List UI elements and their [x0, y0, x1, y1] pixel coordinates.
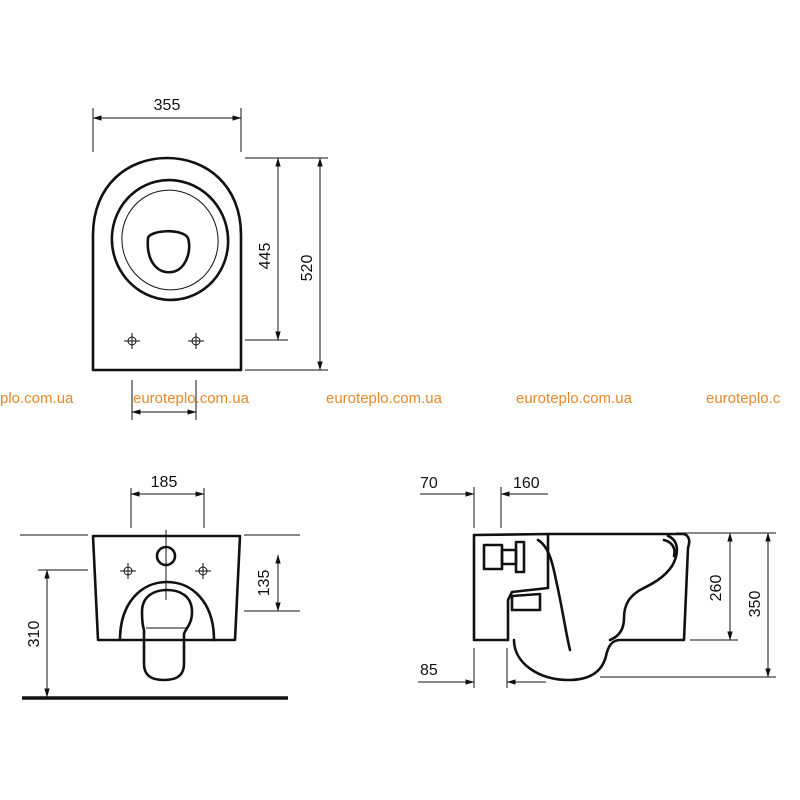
side-view-bowl-interior [608, 534, 679, 642]
dim-label-260: 260 [708, 575, 725, 602]
top-view: 355 445 520 [91, 97, 328, 420]
watermark-3: euroteplo.com.ua [326, 390, 443, 407]
front-view-bowl-arch [118, 580, 216, 642]
side-view-inlet-fitting [482, 543, 504, 571]
top-view-drain [146, 229, 191, 274]
dim-label-85: 85 [420, 662, 438, 679]
watermark-4: euroteplo.com.ua [516, 390, 633, 407]
front-mount-right [195, 563, 211, 579]
side-view-outlet [510, 592, 542, 612]
dim-label-520: 520 [299, 255, 316, 282]
front-view: 185 135 310 [20, 474, 300, 700]
top-view-bowl-outline [91, 156, 243, 372]
dim-label-185: 185 [151, 474, 178, 491]
watermark-2: euroteplo.com.ua [133, 390, 250, 407]
side-view-rim [662, 538, 676, 558]
dim-label-310: 310 [26, 621, 43, 648]
side-view-bowl [512, 532, 691, 682]
watermark-row: plo.com.ua euroteplo.com.ua euroteplo.co… [0, 390, 781, 407]
top-view-rim-outer [110, 178, 230, 302]
dim-label-70: 70 [420, 475, 438, 492]
side-view: 70 160 85 260 350 [418, 475, 776, 688]
front-view-trap [140, 588, 194, 682]
front-view-body [91, 534, 242, 642]
dim-label-160: 160 [513, 475, 540, 492]
front-mount-left [120, 563, 136, 579]
top-view-rim-inner [121, 189, 219, 291]
mounting-hole-left [124, 333, 140, 349]
dim-label-350: 350 [747, 591, 764, 618]
mounting-hole-right [188, 333, 204, 349]
dim-label-135: 135 [256, 570, 273, 597]
dim-label-355: 355 [154, 97, 181, 114]
side-view-bowl-inner [536, 538, 572, 652]
watermark-1: plo.com.ua [0, 390, 74, 407]
dim-label-445: 445 [257, 243, 274, 270]
watermark-5: euroteplo.c [706, 390, 781, 407]
